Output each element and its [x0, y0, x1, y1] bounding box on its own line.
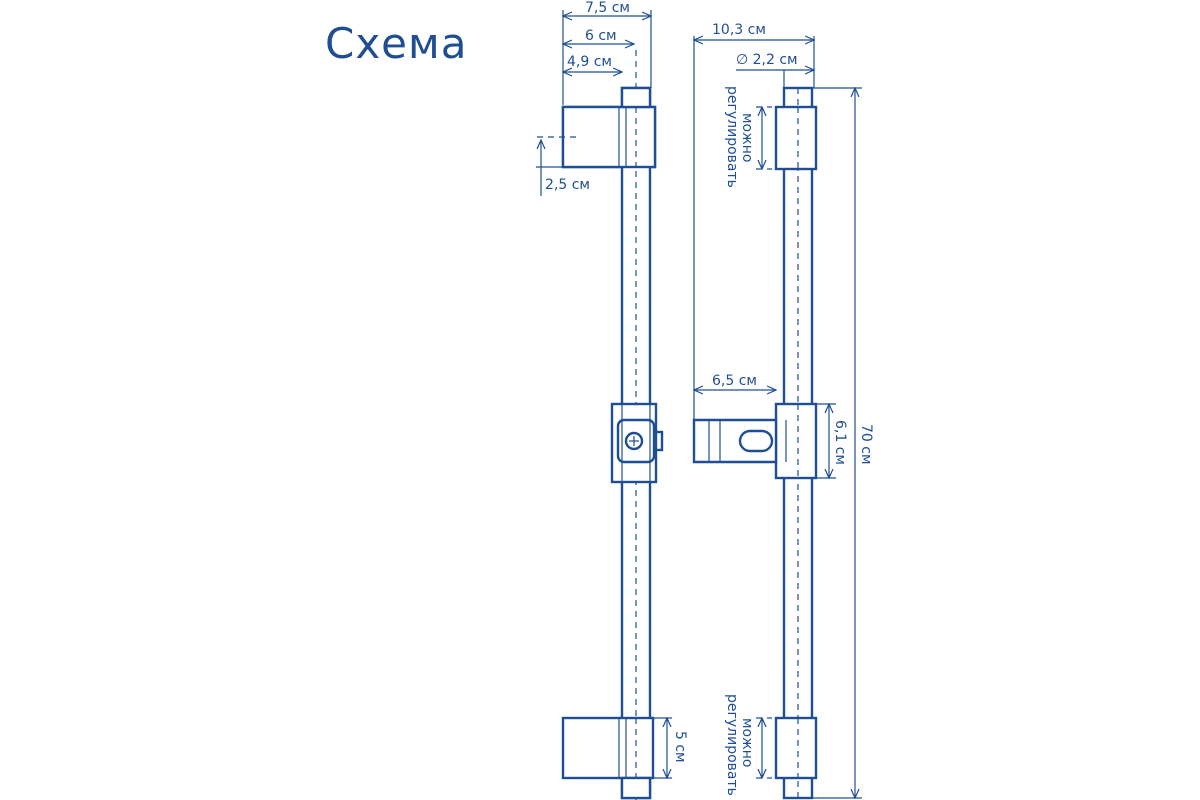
dim-5-cm: 5 см — [672, 731, 688, 763]
dim-4-9-cm: 4,9 см — [567, 54, 612, 70]
bottom-wall-holder — [561, 716, 655, 780]
dim-6-1-cm: 6,1 см — [832, 420, 848, 465]
note-adjustable-bottom-1: можно — [739, 718, 755, 767]
dim-6-5-cm: 6,5 см — [712, 373, 757, 389]
side-view: 10,3 см ∅ 2,2 см 6,5 см 6,1 см 70 см мож… — [692, 22, 874, 800]
dim-2-5-cm: 2,5 см — [545, 177, 590, 193]
dim-diameter-2-2-cm: ∅ 2,2 см — [736, 52, 798, 68]
dim-70-cm: 70 см — [858, 424, 874, 465]
front-view: 7,5 см 6 см 4,9 см 2,5 см 5 см — [536, 0, 688, 800]
slider-side — [692, 402, 818, 480]
note-adjustable-top-1: можно — [739, 113, 755, 162]
diagram-title: Схема — [325, 19, 467, 68]
note-adjustable-bottom-2: регулировать — [724, 694, 740, 796]
dim-6-cm: 6 см — [585, 28, 617, 44]
dim-7-5-cm: 7,5 см — [585, 0, 630, 16]
slider-front — [610, 402, 664, 484]
dim-10-3-cm: 10,3 см — [712, 22, 766, 38]
note-adjustable-top-2: регулировать — [724, 86, 740, 188]
